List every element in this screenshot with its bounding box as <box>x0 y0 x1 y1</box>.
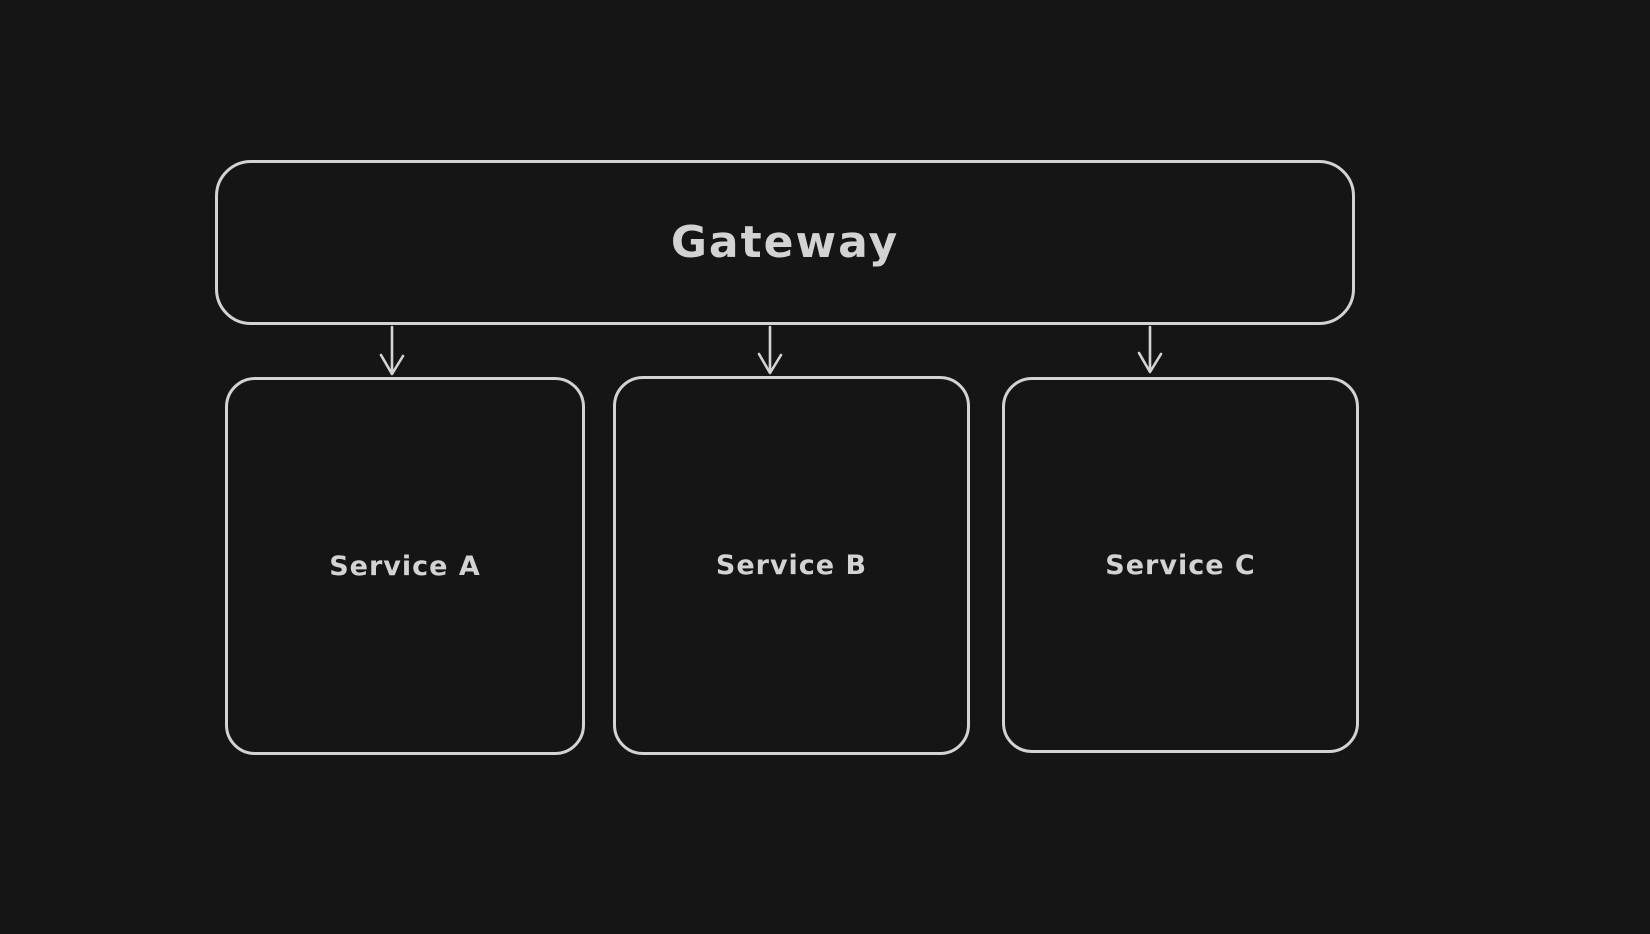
gateway-label: Gateway <box>670 217 900 268</box>
arrow-gateway-to-service-b[interactable] <box>757 325 783 375</box>
service-c-node[interactable]: Service C <box>1002 377 1359 753</box>
arrow-gateway-to-service-a[interactable] <box>379 325 405 376</box>
service-c-label: Service C <box>1105 549 1256 581</box>
gateway-node[interactable]: Gateway <box>215 160 1355 325</box>
service-b-label: Service B <box>715 550 868 581</box>
service-a-node[interactable]: Service A <box>225 377 585 755</box>
service-b-node[interactable]: Service B <box>613 376 970 755</box>
arrow-gateway-to-service-c[interactable] <box>1137 325 1163 374</box>
service-a-label: Service A <box>329 550 481 582</box>
